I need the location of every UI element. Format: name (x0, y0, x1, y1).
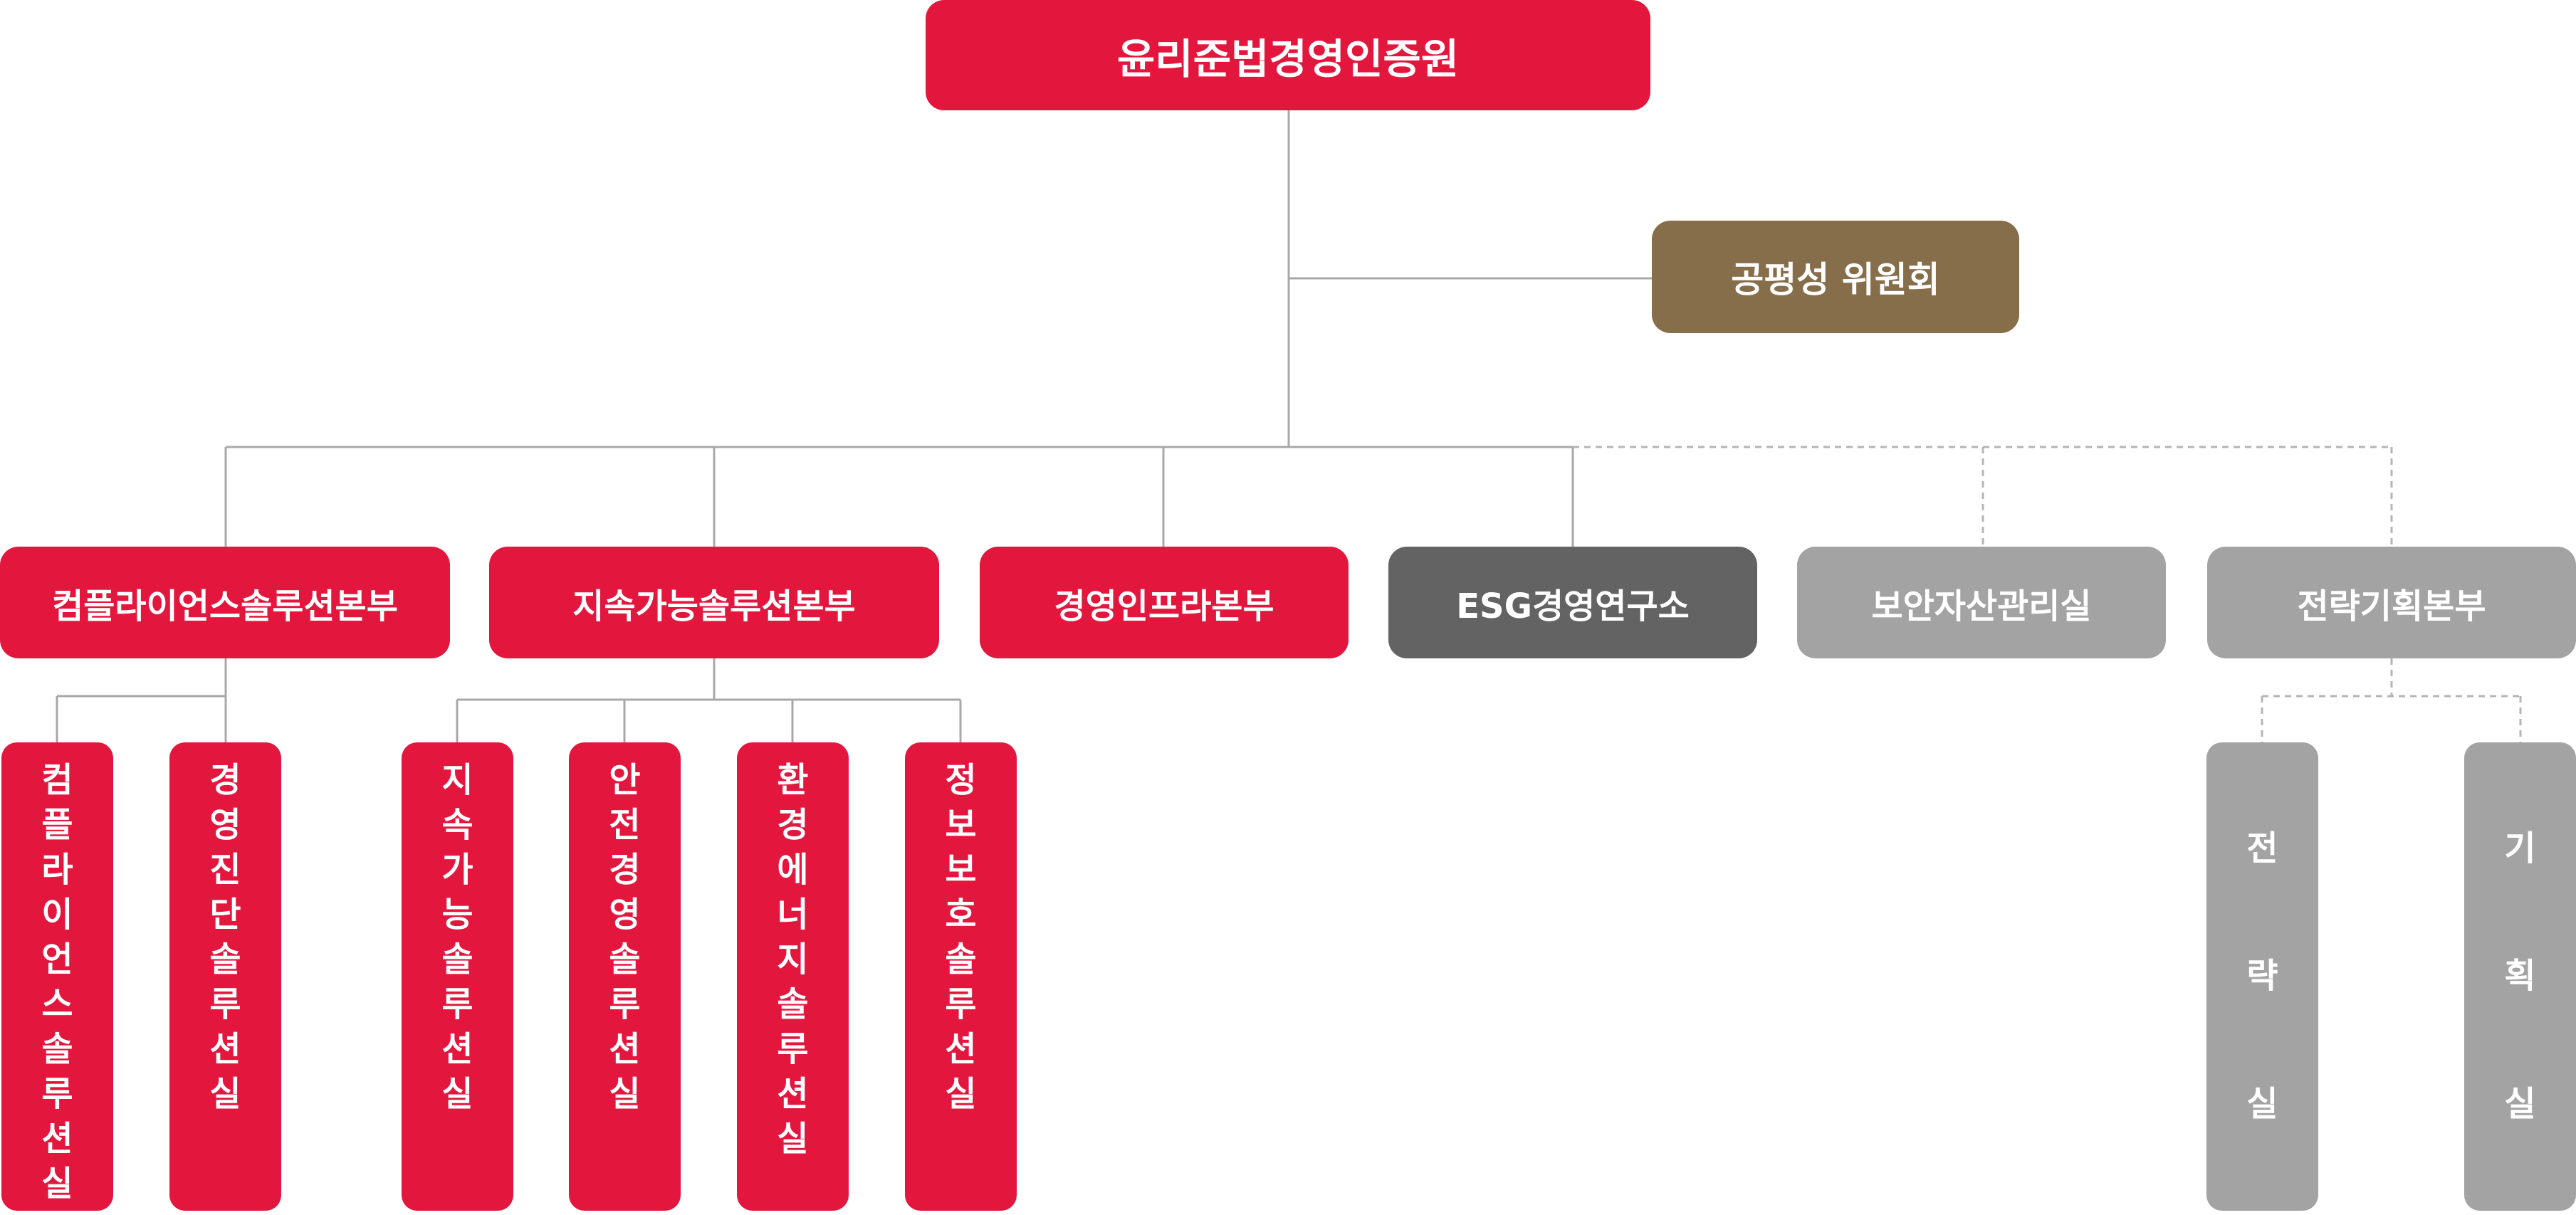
office-label-char: 션 (609, 1029, 641, 1069)
office-label-char: 솔 (945, 940, 977, 979)
office-label-char: 플 (41, 805, 73, 845)
office-label-char: 획 (2504, 956, 2536, 996)
office-label-char: 실 (41, 1164, 73, 1204)
office-label-char: 이 (41, 895, 73, 935)
office-label-char: 루 (777, 1029, 809, 1069)
office-label-char: 루 (209, 984, 241, 1024)
office-label-char: 영 (609, 895, 641, 935)
office-label-char: 션 (209, 1029, 241, 1069)
office-label-char: 루 (945, 984, 977, 1024)
office-label-char: 호 (945, 895, 977, 935)
division-security-assets[interactable]: 보안자산관리실 (1797, 547, 2166, 658)
office-label-char: 솔 (441, 940, 473, 979)
office-label-char: 실 (2246, 1083, 2278, 1124)
division-strategy-planning[interactable]: 전략기획본부 (2207, 547, 2576, 658)
office-label-char: 정 (945, 760, 977, 800)
office-label-char: 기 (2504, 829, 2536, 869)
office-label-char: 솔 (609, 940, 641, 979)
office-label-char: 단 (209, 895, 241, 935)
division-label: 보안자산관리실 (1871, 586, 2092, 626)
office-label-char: 실 (209, 1074, 241, 1114)
division-label: 컴플라이언스솔루션본부 (52, 586, 398, 626)
office-label-char: 경 (209, 760, 241, 800)
office-label-char: 션 (777, 1074, 809, 1114)
root-node[interactable]: 윤리준법경영인증원 (926, 0, 1650, 110)
root-label: 윤리준법경영인증원 (1116, 34, 1460, 83)
office-label-char: 루 (441, 984, 473, 1024)
office-label-char: 진 (209, 850, 241, 890)
office-label-char: 안 (609, 760, 641, 800)
division-compliance[interactable]: 컴플라이언스솔루션본부 (0, 547, 450, 658)
office-label-char: 경 (609, 850, 641, 890)
office-label-char: 컴 (41, 760, 73, 800)
office-label-char: 실 (441, 1074, 473, 1114)
office-label-char: 션 (41, 1119, 73, 1159)
committee-label: 공평성 위원회 (1731, 259, 1940, 300)
committee-node[interactable]: 공평성 위원회 (1652, 221, 2019, 333)
office-label-char: 션 (441, 1029, 473, 1069)
office-label-char: 속 (441, 805, 473, 845)
office-label-char: 영 (209, 805, 241, 845)
office-label-char: 루 (41, 1074, 73, 1114)
office-label-char: 보 (945, 805, 977, 845)
office-label-char: 능 (441, 895, 473, 935)
office-label-char: 언 (41, 940, 73, 979)
division-management-infra[interactable]: 경영인프라본부 (980, 547, 1349, 658)
office-label-char: 실 (945, 1074, 977, 1114)
office-label-char: 지 (777, 940, 809, 979)
office-label-char: 환 (777, 760, 809, 800)
office-label-char: 션 (945, 1029, 977, 1069)
office-label-char: 지 (441, 760, 473, 800)
office-label-char: 전 (609, 805, 641, 845)
office-label-char: 실 (609, 1074, 641, 1114)
division-label: 경영인프라본부 (1054, 586, 1274, 626)
office-label-char: 전 (2246, 829, 2278, 869)
office-label-char: 실 (2504, 1083, 2536, 1124)
office-label-char: 루 (609, 984, 641, 1024)
division-label: 지속가능솔루션본부 (572, 586, 856, 626)
office-label-char: 경 (777, 805, 809, 845)
office-label-char: 략 (2246, 956, 2278, 996)
division-label: 전략기획본부 (2297, 586, 2486, 626)
division-esg-institute[interactable]: ESG경영연구소 (1388, 547, 1757, 658)
office-label-char: 솔 (777, 984, 809, 1024)
office-label-char: 솔 (41, 1029, 73, 1069)
office-label-char: 실 (777, 1119, 809, 1159)
office-label-char: 솔 (209, 940, 241, 979)
office-label-char: 에 (777, 850, 809, 890)
office-label-char: 너 (777, 895, 809, 935)
office-label-char: 가 (441, 850, 473, 890)
division-sustainability[interactable]: 지속가능솔루션본부 (489, 547, 939, 658)
office-label-char: 보 (945, 850, 977, 890)
office-label-char: 스 (41, 984, 73, 1024)
division-label: ESG경영연구소 (1456, 586, 1690, 626)
office-label-char: 라 (41, 850, 73, 890)
